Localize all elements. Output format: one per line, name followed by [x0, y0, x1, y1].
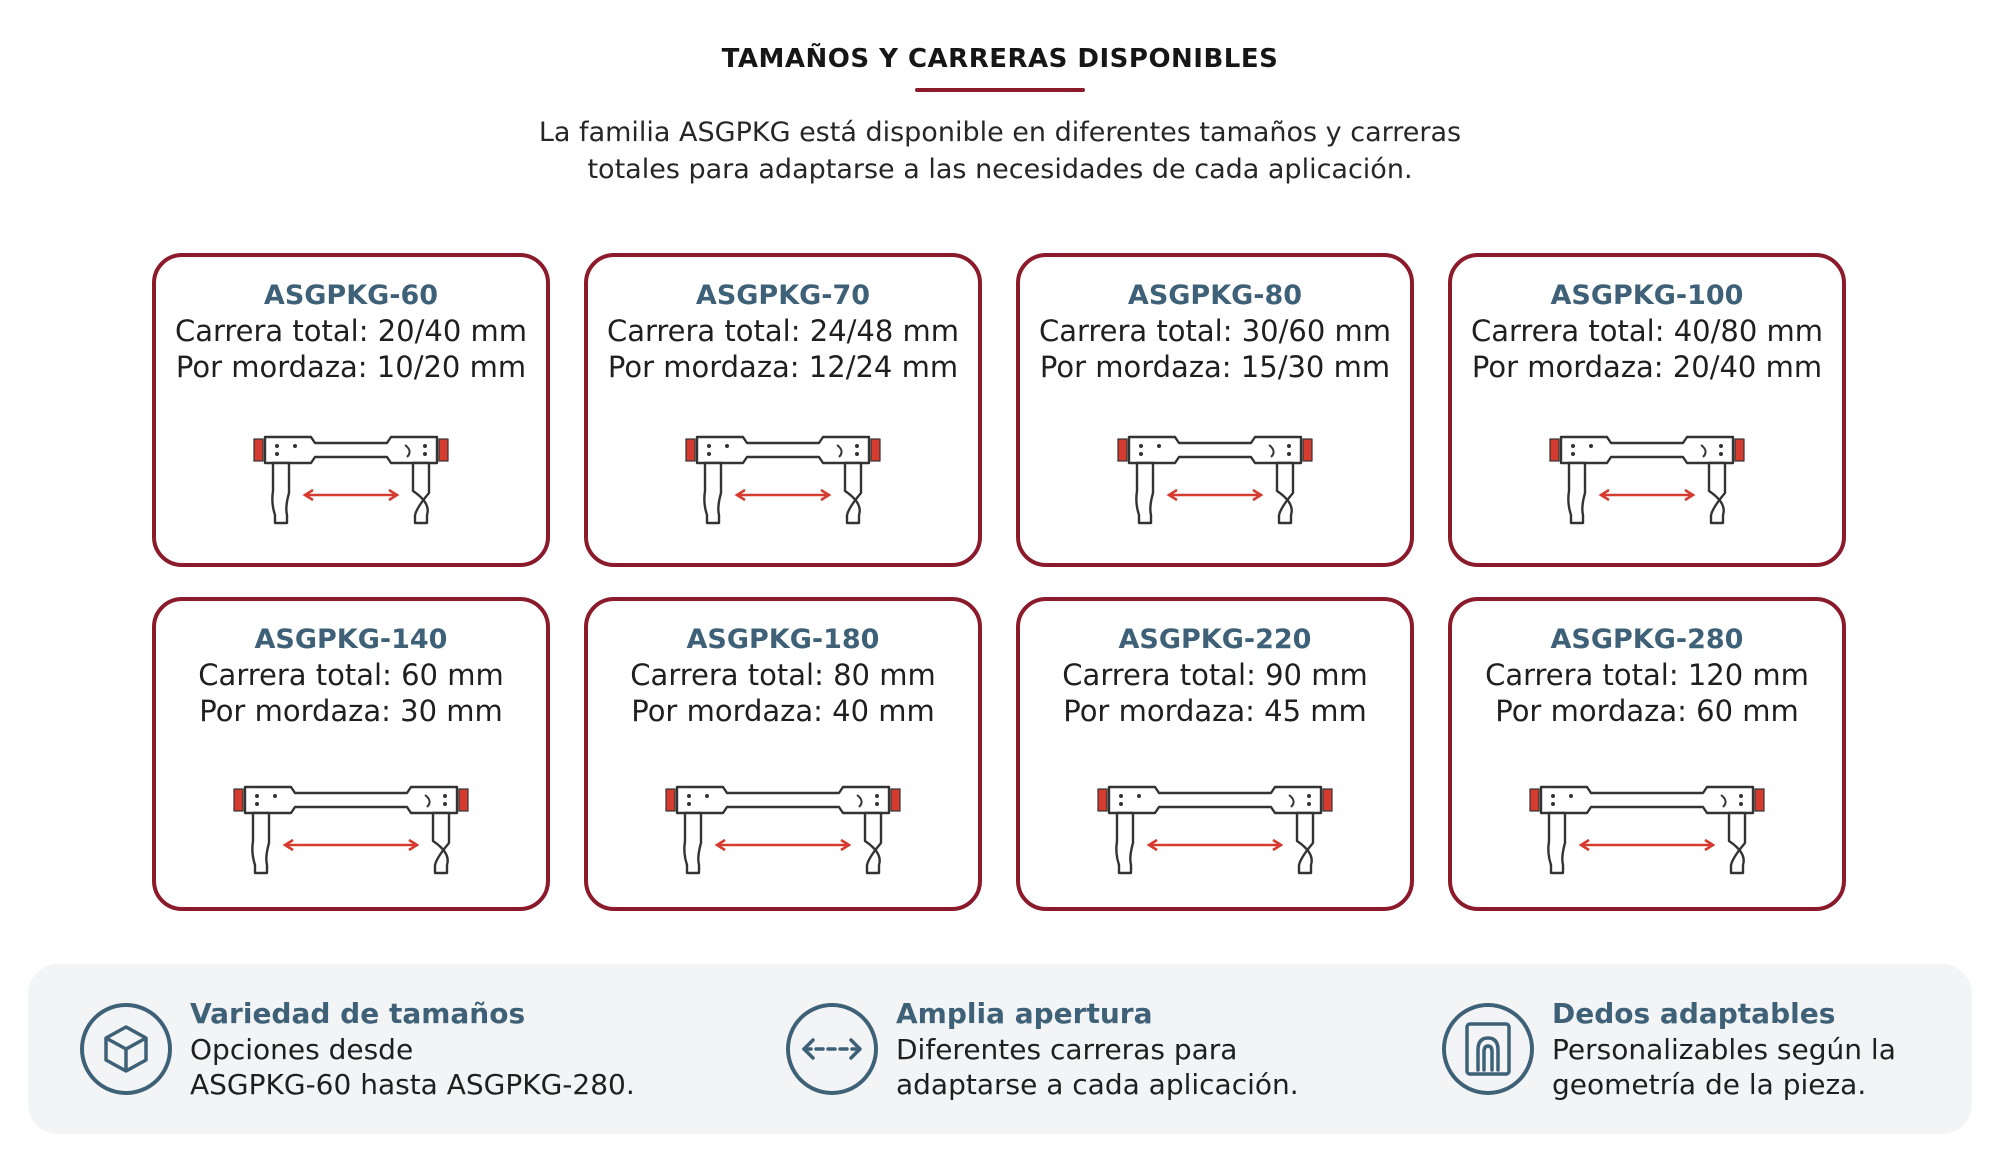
feature-wide-opening: Amplia apertura Diferentes carreras para…	[786, 964, 1299, 1134]
intro-text: La familia ASGPKG está disponible en dif…	[400, 114, 1600, 188]
feature-size-variety: Variedad de tamaños Opciones desde ASGPK…	[80, 964, 635, 1134]
card-total-stroke: Carrera total: 24/48 mm	[606, 314, 960, 348]
card-total-stroke: Carrera total: 30/60 mm	[1038, 314, 1392, 348]
feature-desc-line-1: Opciones desde	[190, 1033, 414, 1066]
card-total-stroke: Carrera total: 120 mm	[1485, 658, 1809, 692]
size-card-asgpkg-70: ASGPKG-70 Carrera total: 24/48 mm Por mo…	[584, 253, 982, 567]
card-model: ASGPKG-60	[263, 280, 439, 311]
gripper-illustration	[1097, 785, 1333, 875]
feature-adaptable-fingers: Dedos adaptables Personalizables según l…	[1442, 964, 1896, 1134]
cube-icon	[80, 1003, 172, 1095]
feature-title: Amplia apertura	[896, 997, 1153, 1030]
size-card-asgpkg-280: ASGPKG-280 Carrera total: 120 mm Por mor…	[1448, 597, 1846, 911]
card-model: ASGPKG-80	[1127, 280, 1303, 311]
feature-desc-line-2: geometría de la pieza.	[1552, 1068, 1867, 1101]
gripper-illustration	[1549, 435, 1745, 525]
card-per-jaw-stroke: Por mordaza: 40 mm	[631, 694, 935, 728]
feature-desc-line-1: Personalizables según la	[1552, 1033, 1896, 1066]
gripper-illustration	[253, 435, 449, 525]
header: TAMAÑOS Y CARRERAS DISPONIBLES La famili…	[0, 44, 2000, 188]
size-card-asgpkg-220: ASGPKG-220 Carrera total: 90 mm Por mord…	[1016, 597, 1414, 911]
card-per-jaw-stroke: Por mordaza: 15/30 mm	[1039, 350, 1391, 384]
size-card-asgpkg-140: ASGPKG-140 Carrera total: 60 mm Por mord…	[152, 597, 550, 911]
feature-title: Dedos adaptables	[1552, 997, 1836, 1030]
gripper-illustration	[685, 435, 881, 525]
gripper-illustration	[233, 785, 469, 875]
card-total-stroke: Carrera total: 20/40 mm	[174, 314, 528, 348]
card-model: ASGPKG-180	[686, 624, 880, 655]
card-model: ASGPKG-100	[1550, 280, 1744, 311]
gripper-fingers-icon	[1442, 1003, 1534, 1095]
intro-line-1: La familia ASGPKG está disponible en dif…	[538, 117, 1462, 148]
card-per-jaw-stroke: Por mordaza: 12/24 mm	[607, 350, 959, 384]
features-bar: Variedad de tamaños Opciones desde ASGPK…	[28, 964, 1972, 1134]
size-card-asgpkg-80: ASGPKG-80 Carrera total: 30/60 mm Por mo…	[1016, 253, 1414, 567]
feature-desc-line-1: Diferentes carreras para	[896, 1033, 1238, 1066]
card-total-stroke: Carrera total: 90 mm	[1062, 658, 1368, 692]
double-arrow-icon	[786, 1003, 878, 1095]
feature-desc-line-2: ASGPKG-60 hasta ASGPKG-280.	[190, 1068, 635, 1101]
card-total-stroke: Carrera total: 40/80 mm	[1470, 314, 1824, 348]
size-card-asgpkg-60: ASGPKG-60 Carrera total: 20/40 mm Por mo…	[152, 253, 550, 567]
card-total-stroke: Carrera total: 80 mm	[630, 658, 936, 692]
card-per-jaw-stroke: Por mordaza: 60 mm	[1495, 694, 1799, 728]
size-card-asgpkg-100: ASGPKG-100 Carrera total: 40/80 mm Por m…	[1448, 253, 1846, 567]
card-per-jaw-stroke: Por mordaza: 20/40 mm	[1471, 350, 1823, 384]
gripper-illustration	[1117, 435, 1313, 525]
card-model: ASGPKG-280	[1550, 624, 1744, 655]
feature-title: Variedad de tamaños	[190, 997, 526, 1030]
page-title: TAMAÑOS Y CARRERAS DISPONIBLES	[721, 44, 1279, 74]
feature-desc-line-2: adaptarse a cada aplicación.	[896, 1068, 1299, 1101]
card-total-stroke: Carrera total: 60 mm	[198, 658, 504, 692]
card-model: ASGPKG-70	[695, 280, 871, 311]
card-per-jaw-stroke: Por mordaza: 30 mm	[199, 694, 503, 728]
gripper-illustration	[1529, 785, 1765, 875]
card-model: ASGPKG-140	[254, 624, 448, 655]
intro-line-2: totales para adaptarse a las necesidades…	[587, 154, 1413, 185]
card-per-jaw-stroke: Por mordaza: 45 mm	[1063, 694, 1367, 728]
size-card-asgpkg-180: ASGPKG-180 Carrera total: 80 mm Por mord…	[584, 597, 982, 911]
size-grid: ASGPKG-60 Carrera total: 20/40 mm Por mo…	[152, 253, 1852, 911]
card-per-jaw-stroke: Por mordaza: 10/20 mm	[175, 350, 527, 384]
title-underline	[915, 88, 1085, 92]
gripper-illustration	[665, 785, 901, 875]
card-model: ASGPKG-220	[1118, 624, 1312, 655]
